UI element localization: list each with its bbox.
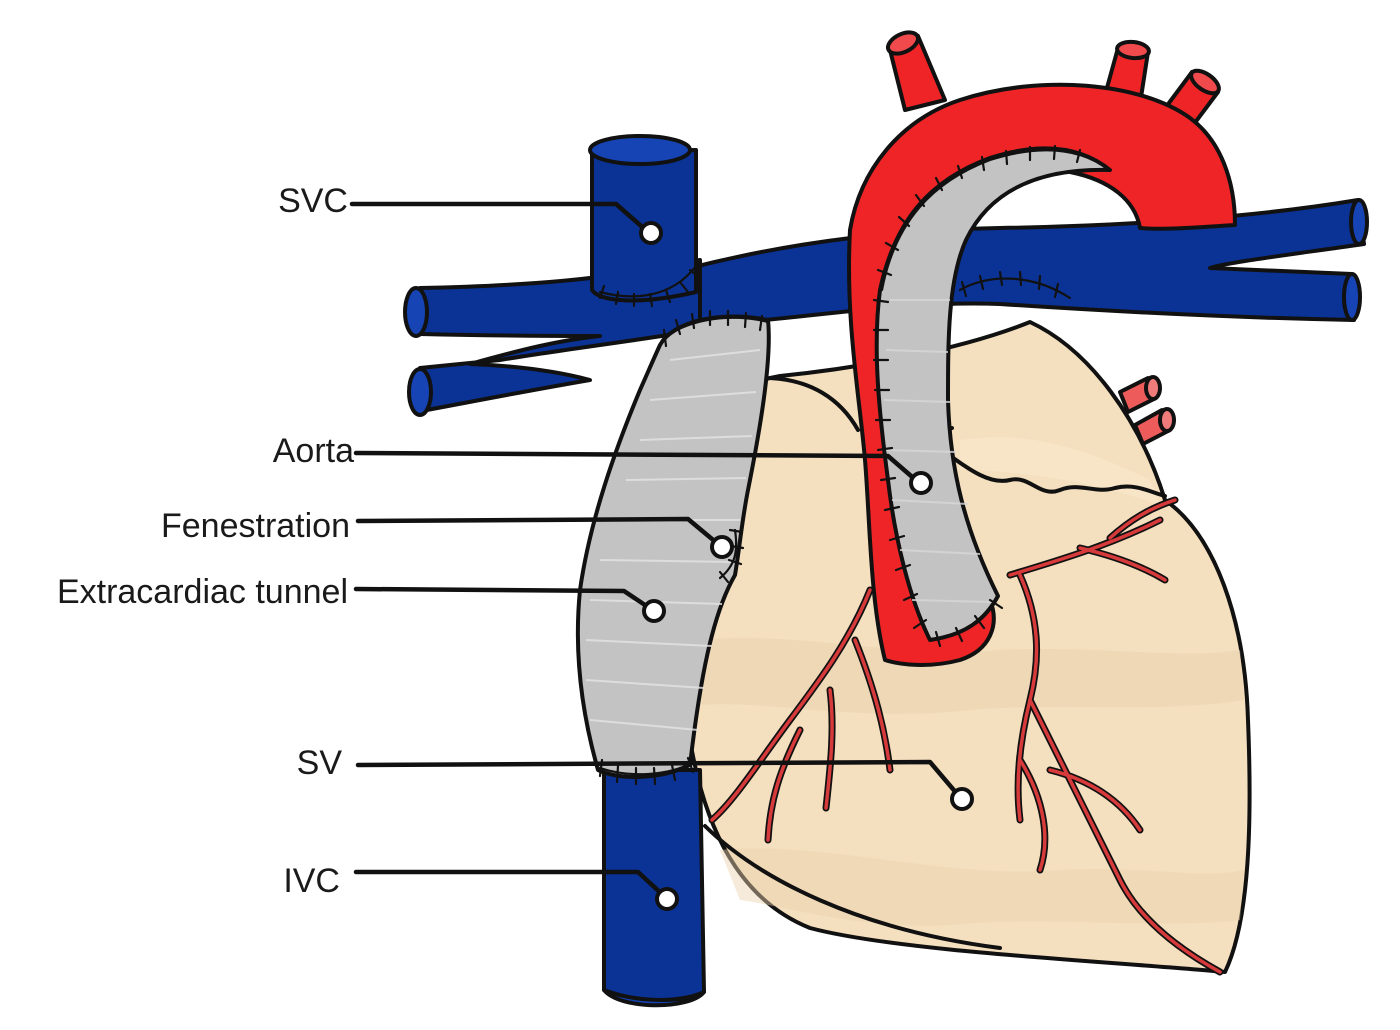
leader-fenestration — [355, 516, 721, 547]
label-sv: SV — [297, 744, 343, 782]
label-aorta: Aorta — [273, 432, 354, 470]
aortic-graft-patch — [872, 144, 1112, 648]
anchor-ivc — [655, 887, 679, 911]
anchor-fenestration — [710, 535, 734, 559]
leader-extracardiac-tunnel — [353, 586, 654, 612]
labels: SVC Aorta Fenestration Extracardiac tunn… — [57, 182, 354, 900]
coronary-arteries — [708, 496, 1224, 976]
svc-vessel — [588, 134, 702, 308]
anchor-sv — [950, 787, 974, 811]
anchor-extracardiac-tunnel — [642, 599, 666, 623]
leader-ivc — [353, 869, 667, 899]
leader-sv — [355, 759, 961, 798]
label-fenestration: Fenestration — [161, 507, 350, 545]
label-ivc: IVC — [283, 862, 340, 900]
pulmonary-vein-stubs — [1118, 375, 1176, 446]
label-svc: SVC — [278, 182, 348, 220]
extracardiac-tunnel-graft — [575, 309, 771, 786]
anchor-svc — [639, 221, 663, 245]
label-extracardiac-tunnel: Extracardiac tunnel — [57, 573, 348, 611]
leader-aorta — [353, 450, 921, 485]
anchor-aorta — [909, 471, 933, 495]
leader-svc — [349, 201, 651, 235]
leader-lines — [349, 201, 974, 911]
